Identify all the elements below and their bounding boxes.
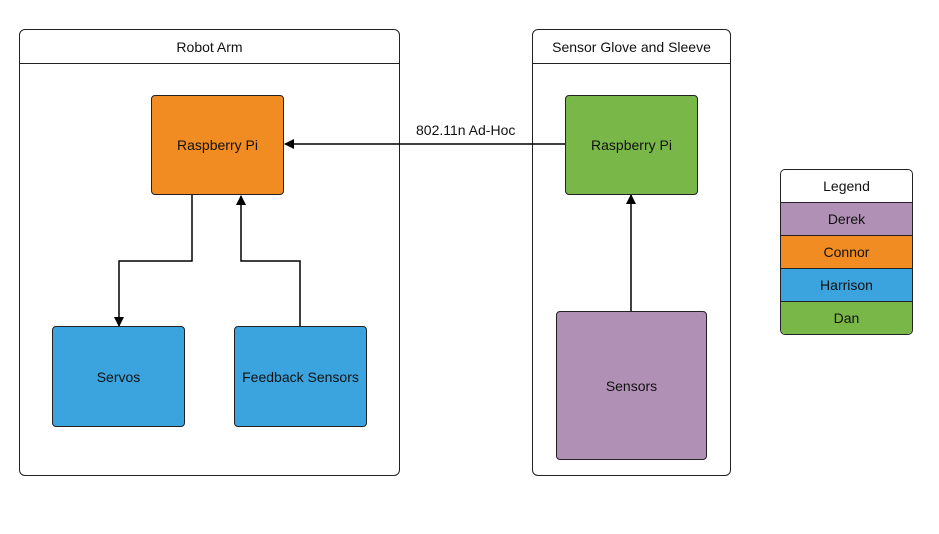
edge-feedback-to-arm-pi bbox=[236, 195, 301, 327]
glove-raspberry-pi-label: Raspberry Pi bbox=[591, 137, 672, 153]
legend-item-label: Connor bbox=[823, 244, 870, 260]
glove-raspberry-pi-node[interactable]: Raspberry Pi bbox=[565, 95, 698, 195]
legend-title: Legend bbox=[781, 170, 912, 203]
feedback-sensors-label: Feedback Sensors bbox=[242, 368, 359, 385]
arm-raspberry-pi-node[interactable]: Raspberry Pi bbox=[151, 95, 284, 195]
sensors-node[interactable]: Sensors bbox=[556, 311, 707, 460]
arm-raspberry-pi-label: Raspberry Pi bbox=[177, 137, 258, 153]
sensors-label: Sensors bbox=[605, 377, 658, 394]
servos-node[interactable]: Servos bbox=[52, 326, 185, 427]
legend-item-label: Harrison bbox=[820, 277, 873, 293]
legend-item-derek: Derek bbox=[781, 203, 912, 236]
sensor-glove-title: Sensor Glove and Sleeve bbox=[533, 30, 730, 64]
feedback-sensors-node[interactable]: Feedback Sensors bbox=[234, 326, 367, 427]
servos-label: Servos bbox=[96, 368, 141, 385]
wireless-link-label: 802.11n Ad-Hoc bbox=[415, 122, 517, 138]
legend: Legend Derek Connor Harrison Dan bbox=[780, 169, 913, 335]
legend-item-connor: Connor bbox=[781, 236, 912, 269]
robot-arm-title: Robot Arm bbox=[20, 30, 399, 64]
edge-arm-pi-to-servos bbox=[114, 195, 193, 327]
legend-item-dan: Dan bbox=[781, 302, 912, 334]
legend-item-label: Dan bbox=[833, 310, 860, 326]
legend-item-harrison: Harrison bbox=[781, 269, 912, 302]
legend-item-label: Derek bbox=[827, 211, 866, 227]
